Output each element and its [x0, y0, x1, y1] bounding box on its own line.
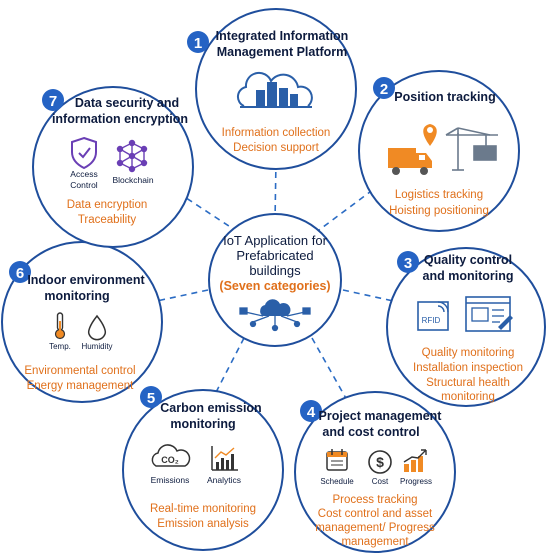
node-6-title-2: monitoring — [44, 289, 109, 303]
node-1-badge — [187, 31, 209, 53]
node-4-item-1: Process tracking — [332, 494, 417, 506]
analytics-label: Analytics — [207, 475, 241, 485]
node-2-item-2: Hoisting positioning — [389, 205, 489, 217]
co2-cloud-icon: CO₂ — [151, 444, 191, 467]
node-6-item-1: Environmental control — [24, 365, 135, 377]
node-3: 3 Quality control and monitoring RFID Qu… — [397, 251, 523, 403]
connector-4 — [311, 337, 349, 403]
analytics-icon — [211, 446, 238, 471]
node-1-title-2: Management Platform — [217, 45, 348, 59]
node-3-number: 3 — [404, 255, 412, 272]
cost-icon: $ — [368, 450, 392, 474]
dollar-glyph: $ — [376, 454, 384, 470]
node-4-title-1: Project management — [319, 409, 443, 423]
node-2-circle — [358, 70, 520, 232]
progress-icon — [403, 449, 427, 472]
node-1-item-1: Information collection — [222, 127, 331, 139]
blockchain-label: Blockchain — [112, 175, 153, 185]
location-pin-icon — [423, 124, 437, 146]
node-3-item-3: Structural health — [426, 377, 510, 389]
emissions-label: Emissions — [151, 475, 190, 485]
node-1-item-2: Decision support — [233, 142, 319, 154]
blockchain-icon — [116, 139, 148, 173]
node-7-item-2: Traceability — [78, 214, 137, 226]
temp-label: Temp. — [49, 342, 71, 351]
schedule-label: Schedule — [320, 477, 354, 486]
node-4-item-3: management/ Progress — [315, 522, 435, 534]
node-4-item-4: management — [341, 536, 409, 548]
node-5-item-2: Emission analysis — [157, 518, 249, 530]
node-7-title-2: information encryption — [52, 112, 188, 126]
node-6-circle — [1, 241, 163, 403]
truck-icon — [388, 148, 432, 175]
connector-2 — [314, 185, 379, 234]
node-3-item-1: Quality monitoring — [422, 347, 515, 359]
connector-7 — [173, 189, 239, 233]
node-4-item-2: Cost control and asset — [318, 508, 433, 520]
access-label: Access — [70, 169, 97, 179]
center-subtitle: (Seven categories) — [219, 279, 330, 293]
node-3-item-2: Installation inspection — [413, 362, 523, 374]
inspection-screen-icon — [465, 296, 513, 332]
node-2-item-1: Logistics tracking — [395, 189, 483, 201]
rfid-label: RFID — [422, 316, 441, 325]
node-7-item-1: Data encryption — [67, 199, 148, 211]
connector-3 — [342, 289, 399, 303]
node-3-item-4: monitoring — [441, 391, 495, 403]
node-6-number: 6 — [16, 265, 24, 282]
node-5-title-2: monitoring — [170, 417, 235, 431]
node-5-circle — [122, 389, 284, 551]
node-6: 6 Indoor environment monitoring Temp. Hu… — [9, 261, 146, 392]
iot-network-icon — [239, 299, 311, 332]
node-6-badge — [9, 261, 31, 283]
node-1: 1 Integrated Information Management Plat… — [187, 29, 348, 154]
cost-label: Cost — [372, 477, 389, 486]
control-label: Control — [70, 180, 98, 190]
connector-5 — [211, 337, 245, 401]
node-2: 2 Position tracking Logistics tracking — [373, 77, 498, 217]
node-6-item-2: Energy management — [27, 380, 135, 392]
node-4-title-2: and cost control — [322, 425, 419, 439]
node-3-title-2: and monitoring — [423, 269, 514, 283]
node-7-title-1: Data security and — [75, 96, 179, 110]
node-2-number: 2 — [380, 81, 388, 98]
center-title-2: Prefabricated — [236, 248, 313, 263]
schedule-icon — [326, 449, 348, 471]
node-5-title-1: Carbon emission — [160, 401, 261, 415]
progress-label: Progress — [400, 477, 432, 486]
rfid-icon: RFID — [417, 301, 449, 331]
center-title-3: buildings — [249, 263, 301, 278]
crane-icon — [445, 127, 498, 171]
node-5-item-1: Real-time monitoring — [150, 503, 256, 515]
humidity-label: Humidity — [81, 342, 112, 351]
thermometer-icon — [54, 312, 66, 340]
node-3-title-1: Quality control — [424, 253, 512, 267]
humidity-drop-icon — [87, 314, 107, 341]
node-5: 5 Carbon emission monitoring CO₂ Emissio… — [140, 386, 262, 530]
node-3-badge — [397, 251, 419, 273]
node-5-number: 5 — [147, 390, 155, 407]
node-2-badge — [373, 77, 395, 99]
node-7-badge — [42, 89, 64, 111]
node-1-number: 1 — [194, 35, 202, 52]
center-node: IoT Application for Prefabricated buildi… — [219, 233, 331, 332]
node-7-number: 7 — [49, 93, 57, 110]
node-2-title-1: Position tracking — [394, 90, 495, 104]
node-4: 4 Project management and cost control Sc… — [300, 400, 442, 548]
node-7: 7 Data security and information encrypti… — [42, 89, 188, 226]
cloud-building-icon — [236, 71, 313, 108]
node-1-title-1: Integrated Information — [216, 29, 349, 43]
node-4-number: 4 — [307, 404, 316, 421]
node-4-badge — [300, 400, 322, 422]
node-5-badge — [140, 386, 162, 408]
node-7-circle — [32, 86, 194, 248]
node-6-title-1: Indoor environment — [27, 273, 145, 287]
center-title-1: IoT Application for — [223, 233, 327, 248]
shield-check-icon — [71, 136, 97, 170]
co2-glyph: CO₂ — [161, 455, 179, 465]
